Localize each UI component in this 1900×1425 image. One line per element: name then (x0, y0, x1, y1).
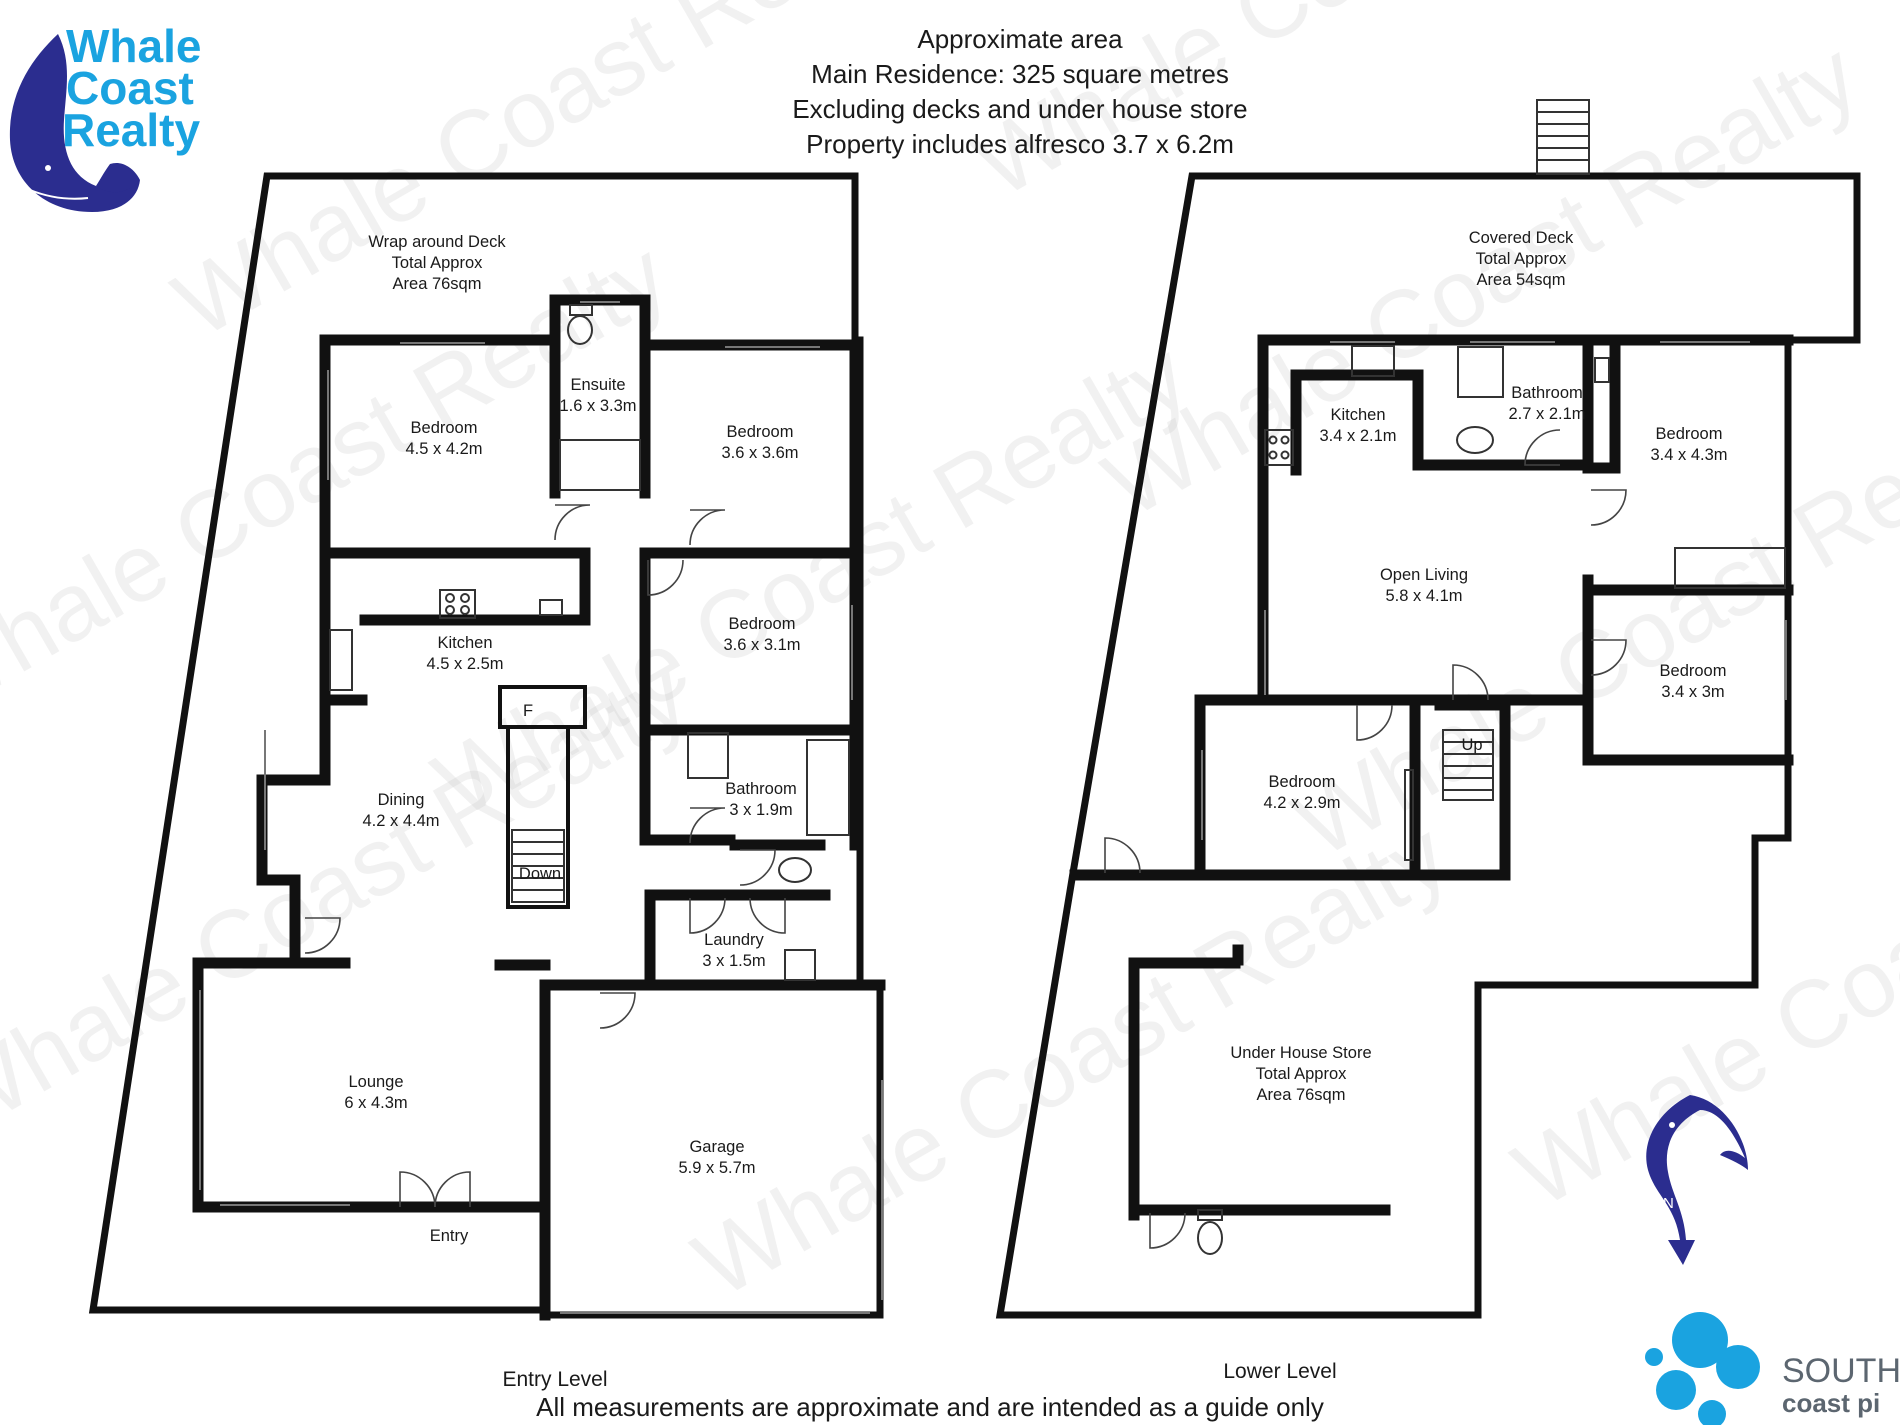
bedroom-size: 3.4 x 4.3m (1650, 446, 1727, 464)
under-house-store-label-1: Under House Store (1230, 1044, 1371, 1062)
entry-label: Entry (430, 1227, 469, 1245)
header-line-1: Approximate area (917, 24, 1123, 54)
header-line-2: Main Residence: 325 square metres (811, 59, 1229, 89)
entry-stair-label: Down (519, 865, 561, 883)
bedroom-label: Bedroom (727, 423, 794, 441)
garage-label: Garage (689, 1138, 744, 1156)
dining-label: Dining (378, 791, 425, 809)
entry-fixtures (329, 304, 850, 981)
partner-line-1: SOUTH (1782, 1352, 1900, 1390)
header-line-3: Excluding decks and under house store (792, 94, 1247, 124)
under-house-store-label-3: Area 76sqm (1257, 1086, 1346, 1104)
bedroom-size: 3.6 x 3.6m (721, 444, 798, 462)
logo-line-2: Coast (66, 62, 194, 114)
bathroom-label: Bathroom (1511, 384, 1583, 402)
lower-level-plan: Up Covered Deck Total Approx Area 54sqm … (995, 99, 1861, 1383)
partner-line-2: coast pi (1782, 1388, 1880, 1418)
bedroom-size: 4.2 x 2.9m (1263, 794, 1340, 812)
entry-level-title: Entry Level (502, 1368, 607, 1391)
lower-doors (1104, 429, 1627, 1249)
entry-walls (192, 294, 886, 1321)
entry-windows (199, 301, 883, 1314)
exterior-stairs (1536, 99, 1590, 175)
lower-stair-label: Up (1461, 736, 1482, 754)
under-house-store-label-2: Total Approx (1256, 1065, 1348, 1083)
bathroom-label: Bathroom (725, 780, 797, 798)
bedroom-label: Bedroom (729, 615, 796, 633)
compass-dolphin-icon: N (1646, 1095, 1748, 1265)
logo-line-1: Whale (66, 20, 201, 72)
lower-level-title: Lower Level (1223, 1360, 1336, 1383)
logo-line-3: Realty (62, 104, 200, 156)
deck-label-2: Total Approx (392, 254, 484, 272)
deck-label-1: Wrap around Deck (368, 233, 506, 251)
deck-label-3: Area 76sqm (393, 275, 482, 293)
open-living-size: 5.8 x 4.1m (1385, 587, 1462, 605)
entry-doors (304, 504, 786, 1208)
dining-size: 4.2 x 4.4m (362, 812, 439, 830)
lower-level-outline (995, 172, 1861, 1319)
lower-windows (1201, 341, 1787, 840)
covered-deck-label-2: Total Approx (1476, 250, 1568, 268)
whale-coast-logo: Whale Coast Realty (9, 20, 201, 212)
bathroom-size: 3 x 1.9m (729, 801, 792, 819)
entry-stairs: Down (511, 829, 565, 903)
area-summary: Approximate area Main Residence: 325 squ… (792, 24, 1247, 159)
entry-room-labels: Wrap around Deck Total Approx Area 76sqm… (344, 233, 800, 1245)
kitchen-label: Kitchen (1330, 406, 1385, 424)
bedroom-label: Bedroom (1269, 773, 1336, 791)
lounge-size: 6 x 4.3m (344, 1094, 407, 1112)
bedroom-label: Bedroom (1656, 425, 1723, 443)
covered-deck-label-1: Covered Deck (1469, 229, 1574, 247)
bathroom-size: 2.7 x 2.1m (1508, 405, 1585, 423)
lower-stairs: Up (1442, 729, 1494, 801)
compass-north-label: N (1663, 1195, 1674, 1212)
header-line-4: Property includes alfresco 3.7 x 6.2m (806, 129, 1234, 159)
lounge-label: Lounge (348, 1073, 403, 1091)
bedroom-size: 4.5 x 4.2m (405, 440, 482, 458)
swirl-logo-icon (1645, 1312, 1760, 1425)
bedroom-label: Bedroom (1660, 662, 1727, 680)
fridge-label: F (523, 702, 533, 720)
open-living-label: Open Living (1380, 566, 1468, 584)
south-coast-logo: SOUTH coast pi (1645, 1312, 1900, 1425)
lower-fixtures (1197, 345, 1786, 1255)
bedroom-size: 3.6 x 3.1m (723, 636, 800, 654)
ensuite-label: Ensuite (570, 376, 625, 394)
garage-size: 5.9 x 5.7m (678, 1159, 755, 1177)
laundry-label: Laundry (704, 931, 764, 949)
bedroom-size: 3.4 x 3m (1661, 683, 1724, 701)
covered-deck-label-3: Area 54sqm (1477, 271, 1566, 289)
kitchen-label: Kitchen (437, 634, 492, 652)
laundry-size: 3 x 1.5m (702, 952, 765, 970)
kitchen-size: 3.4 x 2.1m (1319, 427, 1396, 445)
bedroom-label: Bedroom (411, 419, 478, 437)
watermarks: Whale Coast Realty Whale Coast Realty Wh… (0, 0, 1900, 1318)
whale-icon (9, 34, 141, 212)
ensuite-size: 1.6 x 3.3m (559, 397, 636, 415)
lower-room-labels: Covered Deck Total Approx Area 54sqm Kit… (1230, 229, 1727, 1104)
watermark-text: Whale Coast Realty (1497, 711, 1900, 1228)
kitchen-size: 4.5 x 2.5m (426, 655, 503, 673)
lower-walls (1069, 334, 1794, 1221)
entry-level-plan: Down F Wrap around Deck Total Approx Are… (88, 172, 886, 1391)
disclaimer-text: All measurements are approximate and are… (536, 1392, 1324, 1422)
